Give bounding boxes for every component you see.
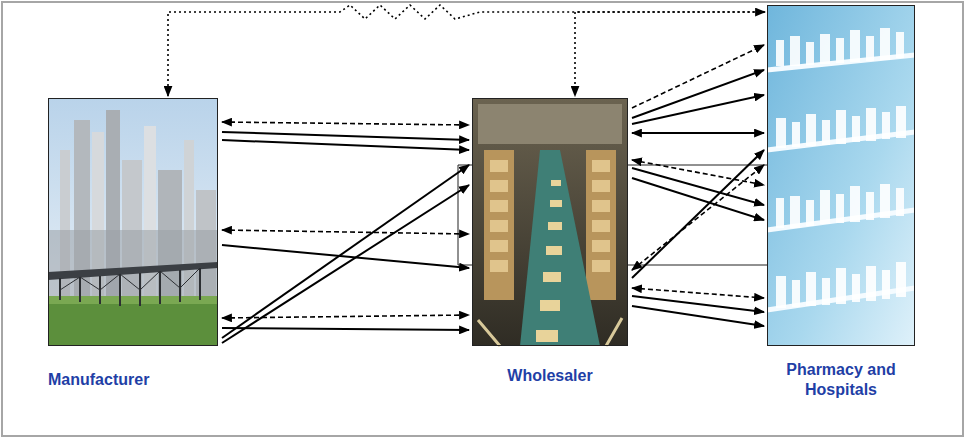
warehouse-picture — [472, 98, 628, 346]
factory-picture-part — [48, 296, 218, 346]
dotted-flow-arrow — [632, 288, 764, 298]
dotted-flow-arrow — [632, 165, 764, 270]
flow-arrow — [632, 150, 764, 278]
dotted-flow-arrow — [222, 122, 469, 125]
pharmacy-shelves-picture-part — [776, 184, 904, 228]
picture-frame — [767, 5, 915, 346]
wholesaler-node: Wholesaler — [472, 98, 628, 386]
flow-arrow — [632, 132, 764, 134]
flow-arrow — [222, 185, 469, 343]
picture-frame — [48, 98, 218, 346]
picture-frame — [472, 98, 628, 346]
pharmacy-node: Pharmacy and Hospitals — [767, 5, 915, 400]
wholesaler-bracket-part — [458, 165, 472, 265]
flow-arrow — [222, 140, 469, 150]
pharmacy-shelves-picture — [767, 5, 915, 346]
pharmacy-shelves-picture-part — [776, 262, 906, 308]
pharmacy-shelves-picture-part — [776, 106, 906, 148]
factory-picture — [48, 98, 218, 346]
warehouse-picture-part — [478, 104, 622, 144]
flow-arrow — [222, 132, 469, 140]
dotted-flow-arrow — [222, 315, 469, 318]
dotted-flow-arrow — [632, 160, 764, 185]
pharmacy-shelves-picture-part — [767, 55, 915, 310]
warehouse-picture-part — [478, 318, 622, 346]
flow-arrow — [632, 306, 764, 326]
warehouse-picture-part — [536, 180, 562, 342]
factory-picture-part — [60, 268, 200, 290]
flow-arrow — [632, 70, 764, 118]
dotted-flow-arrow — [575, 12, 765, 96]
flow-arrow — [632, 95, 764, 124]
factory-picture-part — [48, 98, 218, 346]
factory-picture-part — [48, 262, 218, 280]
dotted-flow-arrow — [222, 230, 469, 234]
pharmacy-shelves-picture-part — [776, 28, 904, 66]
warehouse-picture-part — [472, 98, 628, 346]
factory-picture-part — [60, 268, 200, 306]
node-heading: Manufacturer — [48, 370, 218, 390]
flow-arrow — [222, 328, 469, 330]
factory-picture-part — [48, 230, 218, 300]
node-heading: Wholesaler — [472, 366, 628, 386]
node-heading: Pharmacy and Hospitals — [767, 360, 915, 400]
wholesaler-bracket-part — [628, 265, 767, 266]
wholesaler-bracket-part — [628, 165, 767, 166]
factory-picture-part — [48, 296, 218, 304]
pharmacy-shelves-picture-part — [767, 5, 915, 346]
warehouse-picture-part — [520, 150, 600, 346]
dotted-flow-arrow — [168, 5, 765, 96]
manufacturer-node: Manufacturer — [48, 98, 218, 390]
flow-arrow — [222, 165, 469, 338]
